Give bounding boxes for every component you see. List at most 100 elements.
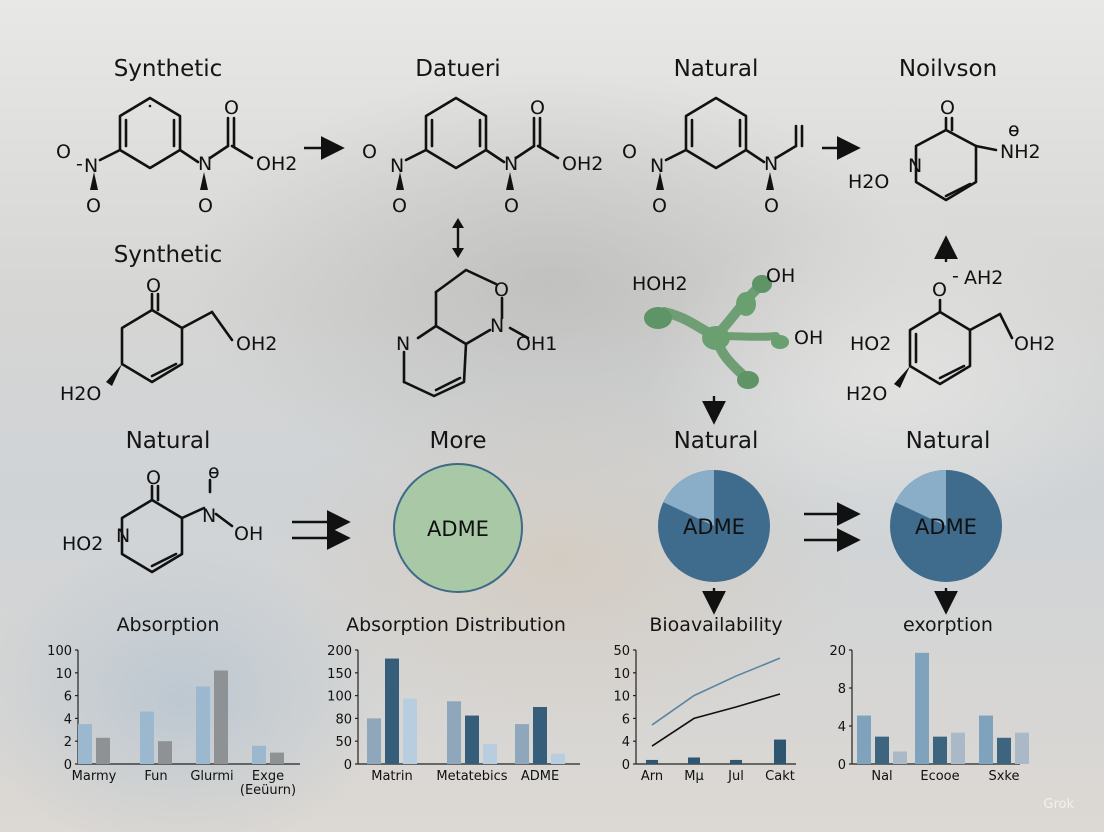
label-natural-top: Natural <box>673 56 759 82</box>
y-tick-label: 200 <box>327 644 352 659</box>
m1-n: N <box>84 155 98 177</box>
m3-n: N <box>650 155 664 177</box>
label-natural-right: Natural <box>905 428 991 454</box>
m8-ah2: AH2 <box>964 267 1003 289</box>
bar <box>997 737 1011 764</box>
m2-o-right: O <box>504 195 519 217</box>
label-synthetic-top: Synthetic <box>113 56 223 82</box>
y-tick-label: 4 <box>838 720 846 735</box>
m9-n2: N <box>202 505 216 527</box>
double-arrow-2 <box>804 502 861 552</box>
bar <box>951 732 965 764</box>
bar <box>533 707 547 764</box>
m9-n: N <box>116 525 130 547</box>
y-tick-label: 4 <box>64 712 72 727</box>
y-tick-label: 100 <box>327 690 352 705</box>
m3-o-right: O <box>764 195 779 217</box>
y-tick-label: 50 <box>613 644 630 659</box>
arrow-bidirectional <box>452 218 464 258</box>
series-line <box>651 693 781 747</box>
bar <box>96 737 110 764</box>
bar <box>688 757 700 764</box>
m4-nh2-mark: ɵ <box>1008 119 1020 141</box>
x-tick-label: ADME <box>521 769 559 784</box>
bar <box>646 759 658 764</box>
x-tick-label: Arn <box>641 769 663 784</box>
m2-oh2: OH2 <box>562 153 603 175</box>
m9-ho2: HO2 <box>62 533 103 555</box>
molecule-noilvson: O NH2 ɵ H2O N <box>848 97 1041 202</box>
m6-n2: N <box>490 315 504 337</box>
m8-oh2: OH2 <box>1014 333 1055 355</box>
bar <box>933 736 947 764</box>
y-tick-label: 6 <box>64 690 72 705</box>
m7-hoh2: HOH2 <box>632 273 688 295</box>
m9-mark: ɵ <box>208 461 220 483</box>
m9-o-top: O <box>146 467 161 489</box>
chart-title-3: Bioavailability <box>649 614 783 636</box>
y-tick-label: 2 <box>64 735 72 750</box>
m3-o-left: O <box>622 141 637 163</box>
x-tick-label: Ecooe <box>920 769 959 784</box>
label-datueri: Datueri <box>415 56 501 82</box>
bar <box>367 718 381 764</box>
m6-o: O <box>494 279 509 301</box>
m2-o-top: O <box>530 97 545 119</box>
bar <box>875 736 889 764</box>
m5-oh2: OH2 <box>236 333 277 355</box>
y-tick-label: 0 <box>622 758 630 773</box>
bar <box>252 745 266 764</box>
label-more: More <box>429 428 487 454</box>
bar <box>551 753 565 764</box>
bar <box>515 724 529 764</box>
bar <box>465 715 479 764</box>
x-tick-label: Exge <box>252 769 284 784</box>
bar <box>893 751 907 764</box>
bar <box>385 658 399 764</box>
bar <box>857 715 871 764</box>
adme-pie-1: ADME <box>658 470 770 582</box>
y-tick-label: 100 <box>47 644 72 659</box>
y-tick-label: 80 <box>335 712 352 727</box>
adme-label-1: ADME <box>427 517 489 541</box>
m4-nh2: NH2 <box>1000 141 1041 163</box>
y-tick-label: 8 <box>838 682 846 697</box>
svg-text:-: - <box>952 265 959 287</box>
m8-o: O <box>932 279 947 301</box>
bar <box>140 711 154 764</box>
m7-oh-right: OH <box>794 327 823 349</box>
m2-n: N <box>390 155 404 177</box>
m2-n2: N <box>504 153 518 175</box>
x-tick-label: Nal <box>871 769 892 784</box>
m7-oh-top: OH <box>766 265 795 287</box>
molecule-synthetic-1: O - N N O OH2 O O <box>56 96 297 217</box>
m8-ho2: HO2 <box>850 333 891 355</box>
adme-label-3: ADME <box>915 515 977 539</box>
m1-o-bot: O <box>86 195 101 217</box>
bar <box>730 759 742 764</box>
label-synthetic-mid: Synthetic <box>113 242 223 268</box>
adme-label-2: ADME <box>683 515 745 539</box>
bar <box>196 686 210 764</box>
label-natural-mid: Natural <box>673 428 759 454</box>
x-tick-label: Sxke <box>988 769 1019 784</box>
m4-n: N <box>908 155 922 177</box>
adme-circle-green: ADME <box>393 463 523 593</box>
m8-h2o: H2O <box>846 383 887 405</box>
molecule-natural-2: O - AH2 HO2 OH2 H2O <box>846 265 1055 405</box>
svg-text:-: - <box>76 153 83 175</box>
m9-oh: OH <box>234 523 263 545</box>
m1-o-left: O <box>56 141 71 163</box>
double-arrow-1 <box>292 510 351 550</box>
m6-n: N <box>396 333 410 355</box>
x-tick-label: Marmy <box>72 769 117 784</box>
chart-title-2: Absorption Distribution <box>346 614 566 636</box>
bar <box>403 698 417 764</box>
y-tick-label: 20 <box>829 644 846 659</box>
bar <box>270 752 284 764</box>
y-tick-label: 10 <box>613 667 630 682</box>
